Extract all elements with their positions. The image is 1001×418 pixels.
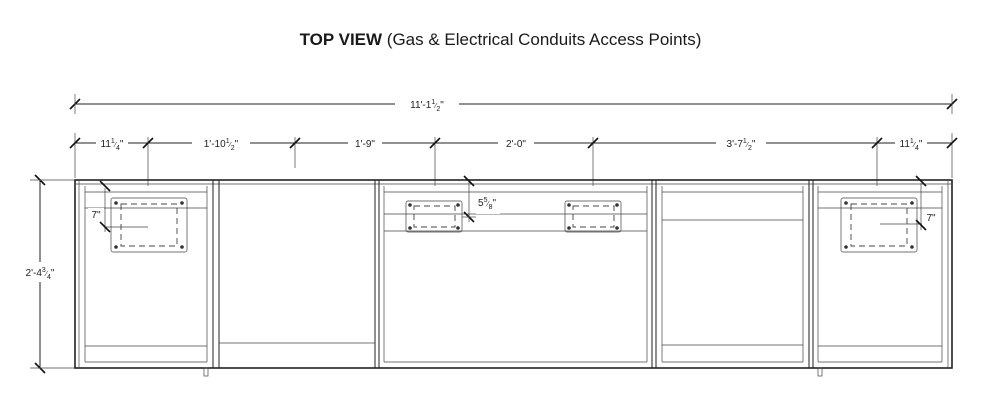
seg-tick-7 [946,137,958,149]
overall-width-dimension: 11'-11⁄2" [69,94,958,114]
right-offset-label: 7" [926,213,936,224]
access-point-left [99,180,188,253]
center-offset-tick-top [463,175,475,187]
seg-tick-6 [871,137,883,149]
access-point-right [840,175,927,253]
seg-tick-5 [587,137,599,149]
seg-tick-2 [142,137,154,149]
offset-tick-right-top [915,175,927,187]
seg-tick-1 [69,137,81,149]
segment-label-3: 1'-9" [355,139,375,150]
left-offset-label: 7" [91,210,101,221]
seg-tick-4 [429,137,441,149]
cabinet-center [378,180,653,368]
offset-tick-left-top [99,180,111,192]
segment-label-2: 1'-101⁄2" [204,138,239,152]
cabinet-fourth [655,180,810,368]
drawing-title: TOP VIEW (Gas & Electrical Conduits Acce… [0,30,1001,50]
segment-label-4: 2'-0" [506,139,526,150]
offset-tick-right-bottom [915,219,927,231]
cabinet-right [812,180,943,368]
center-offset-dimension [462,175,476,223]
segment-label-1: 111⁄4" [101,138,124,152]
depth-label: 2'-43⁄4" [26,267,55,281]
title-subtitle: (Gas & Electrical Conduits Access Points… [382,30,702,49]
segment-label-5: 3'-71⁄2" [727,138,756,152]
overall-width-label: 11'-11⁄2" [410,99,444,113]
seg-tick-3 [289,137,301,149]
cabinet-run [74,179,953,377]
cabinet-left [84,180,220,368]
access-point-center-right [564,200,622,233]
leveling-foot-right [817,367,823,377]
depth-dimension: 2'-43⁄4" [14,174,75,374]
center-offset-label: 55⁄8" [478,197,497,211]
segment-dimensions: 111⁄4" 1'-101⁄2" 1'-9" 2'-0" 3'-71⁄2" 11… [69,133,958,186]
segment-label-6: 111⁄4" [900,138,923,152]
cabinet-second [219,180,376,368]
access-point-center-left [405,200,463,233]
leveling-foot-left [203,367,209,377]
cabinet-outline [74,179,953,369]
title-bold: TOP VIEW [299,30,383,49]
offset-tick-left-bottom [99,221,111,233]
